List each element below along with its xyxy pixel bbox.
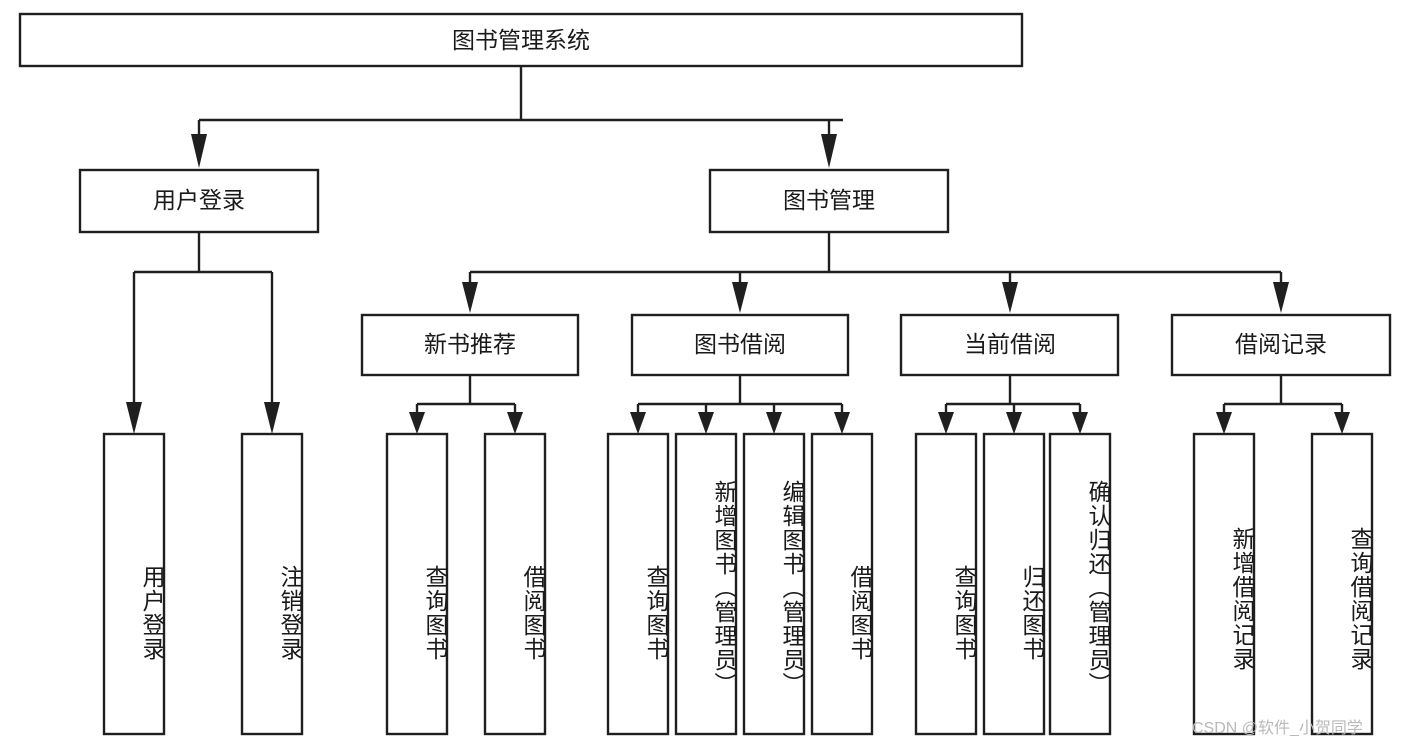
leaf-box-edit-book[interactable]	[742, 432, 806, 736]
leaf-label-add-record: 新增借阅记录	[1229, 527, 1255, 671]
leaf-label-query-book-1: 查询图书	[422, 565, 448, 661]
leaf-label-edit-book: 编辑图书（管理员）	[779, 480, 805, 696]
connector-userlogin-to-leaves	[126, 232, 280, 434]
csdn-watermark: CSDN @软件_小贺同学	[1192, 720, 1363, 737]
node-root[interactable]: 图书管理系统	[18, 12, 1024, 68]
node-book-manage-label: 图书管理	[783, 187, 875, 213]
connector-currentborrow-to-leaves	[938, 375, 1088, 434]
connector-bookborrow-to-leaves	[630, 375, 850, 434]
connector-root-to-level2	[191, 66, 843, 168]
connector-borrowrecord-to-leaves	[1216, 375, 1350, 434]
leaf-box-user-login[interactable]	[102, 432, 166, 736]
leaf-label-borrow-book-2: 借阅图书	[847, 565, 873, 661]
leaf-box-borrow-book-1[interactable]	[483, 432, 547, 736]
connector-bookmanage-to-level3	[462, 232, 1289, 313]
node-borrow-record-label: 借阅记录	[1235, 331, 1327, 357]
connector-newbook-to-leaves	[409, 375, 523, 434]
node-new-book-rec[interactable]: 新书推荐	[360, 313, 580, 377]
leaf-box-query-book-3[interactable]	[914, 432, 978, 736]
leaf-label-return-book: 归还图书	[1019, 565, 1045, 661]
node-borrow-record[interactable]: 借阅记录	[1170, 313, 1392, 377]
leaf-label-add-book: 新增图书（管理员）	[711, 480, 737, 696]
leaf-box-query-book-2[interactable]	[606, 432, 670, 736]
leaf-box-confirm-return[interactable]	[1048, 432, 1112, 736]
leaf-label-query-book-3: 查询图书	[951, 565, 977, 661]
leaf-label-user-login: 用户登录	[139, 565, 165, 661]
node-user-login-label: 用户登录	[153, 187, 245, 213]
node-book-borrow-label: 图书借阅	[694, 331, 786, 357]
leaf-box-query-book-1[interactable]	[385, 432, 449, 736]
leaf-box-add-record[interactable]	[1192, 432, 1256, 736]
leaf-label-borrow-book-1: 借阅图书	[520, 565, 546, 661]
node-user-login[interactable]: 用户登录	[78, 168, 320, 234]
node-book-manage[interactable]: 图书管理	[708, 168, 950, 234]
node-new-book-rec-label: 新书推荐	[424, 331, 516, 357]
leaf-box-borrow-book-2[interactable]	[810, 432, 874, 736]
leaf-box-query-record[interactable]	[1310, 432, 1374, 736]
leaf-box-return-book[interactable]	[982, 432, 1046, 736]
leaf-label-logout: 注销登录	[277, 565, 303, 661]
node-book-borrow[interactable]: 图书借阅	[630, 313, 850, 377]
leaf-label-confirm-return: 确认归还（管理员）	[1085, 480, 1111, 696]
node-current-borrow[interactable]: 当前借阅	[899, 313, 1120, 377]
node-root-label: 图书管理系统	[452, 27, 590, 53]
leaf-box-logout[interactable]	[240, 432, 304, 736]
leaf-label-query-book-2: 查询图书	[643, 565, 669, 661]
leaf-box-add-book[interactable]	[674, 432, 738, 736]
node-current-borrow-label: 当前借阅	[964, 331, 1056, 357]
leaf-label-query-record: 查询借阅记录	[1347, 527, 1373, 671]
